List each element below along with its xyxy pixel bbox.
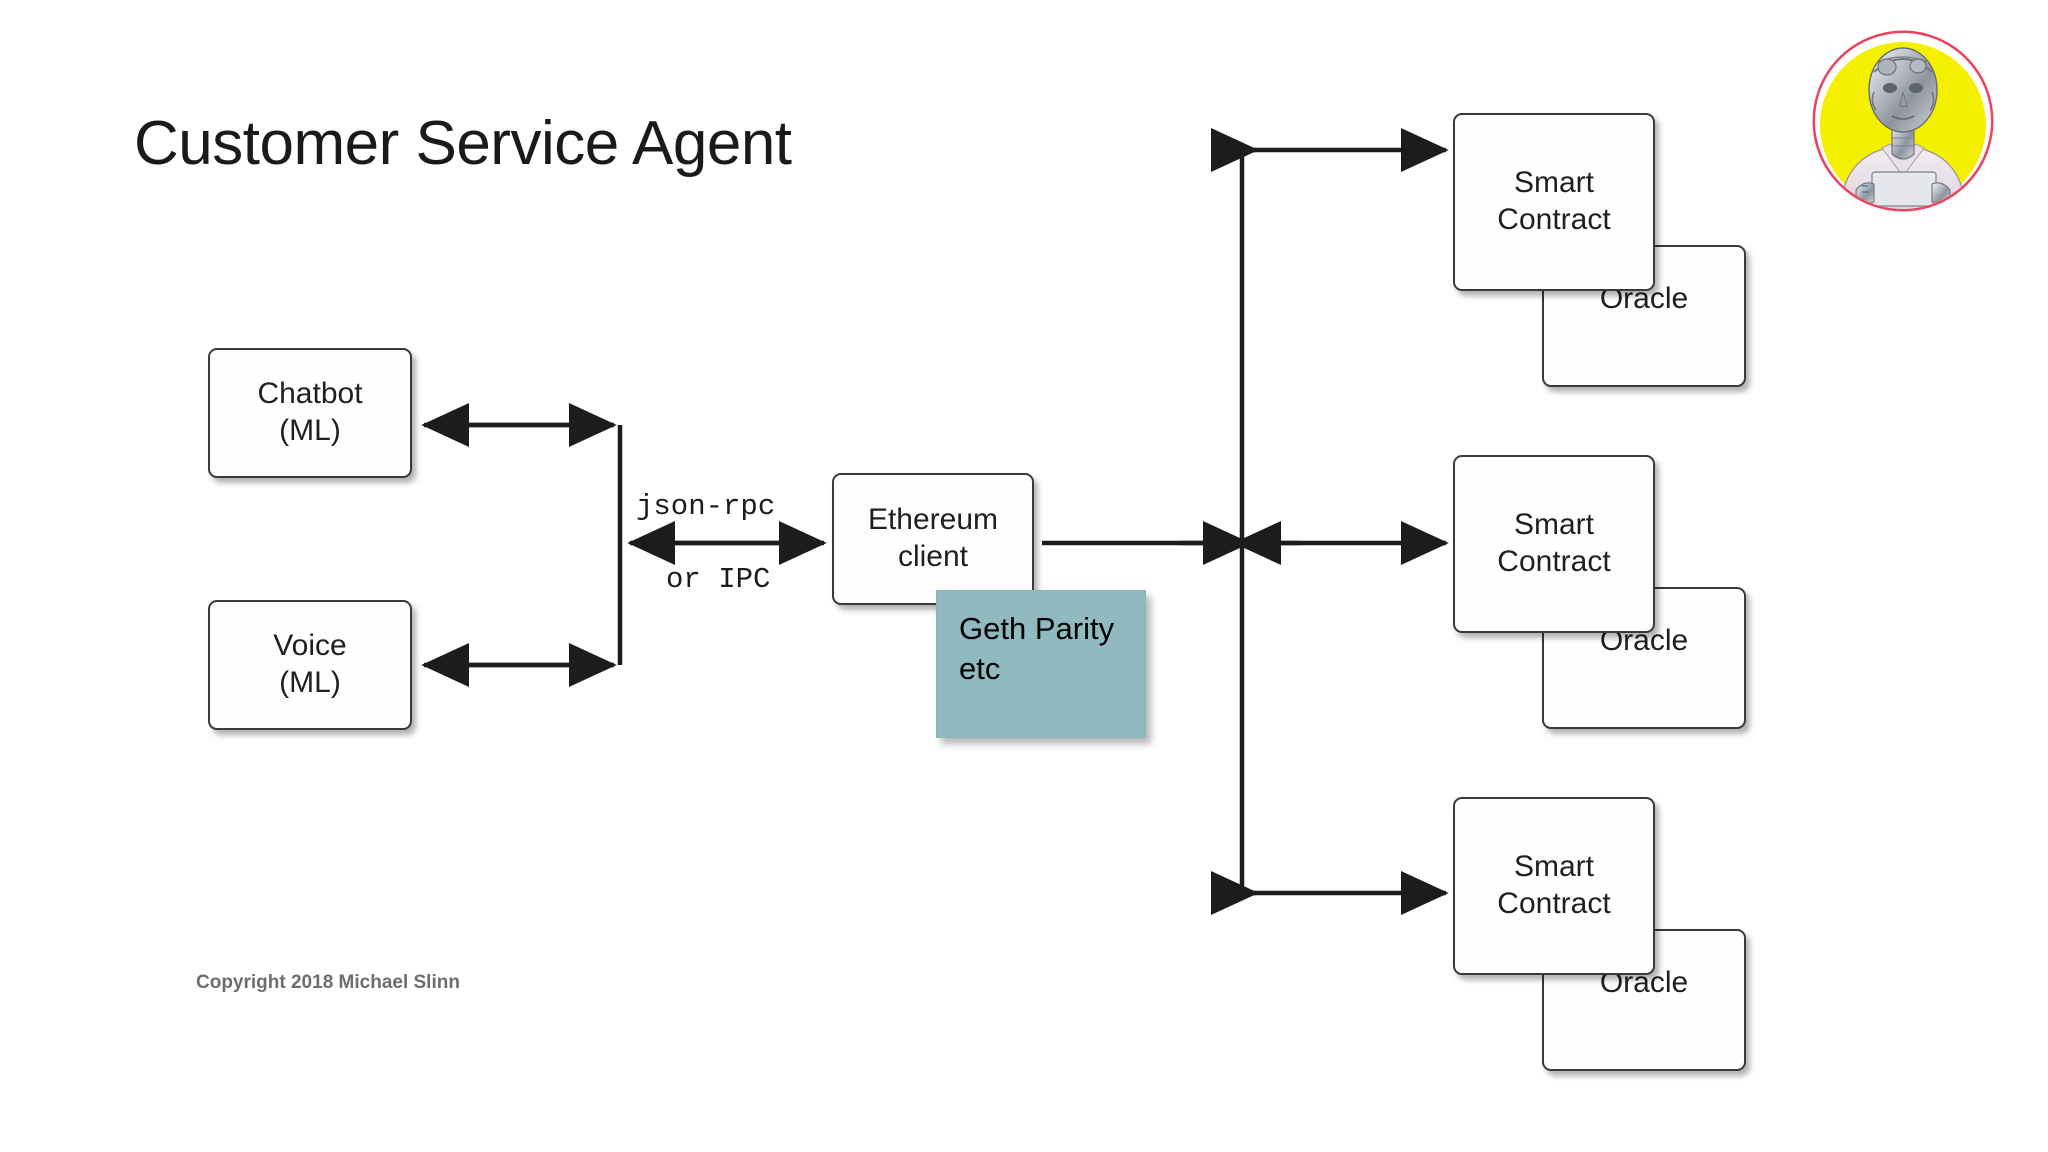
callout-ethereum-client-implementations[interactable]: Geth Parity etc — [936, 590, 1146, 738]
node-smart-contract-1[interactable]: Smart Contract — [1453, 113, 1655, 291]
robot-avatar — [1812, 30, 1994, 212]
node-smart-contract-1-line2: Contract — [1497, 203, 1611, 236]
node-voice-line2: (ML) — [279, 666, 341, 699]
robot-avatar-icon — [1812, 30, 1994, 212]
node-smart-contract-2[interactable]: Smart Contract — [1453, 455, 1655, 633]
node-smart-contract-1-line1: Smart — [1513, 166, 1594, 200]
edge-label-protocol-primary: json-rpc — [636, 490, 776, 523]
node-ethereum-client-line1: Ethereum — [867, 503, 999, 537]
copyright-notice: Copyright 2018 Michael Slinn — [196, 972, 460, 993]
page-title: Customer Service Agent — [134, 109, 792, 178]
edge-label-protocol-secondary: or IPC — [666, 563, 771, 596]
node-chatbot-line1: Chatbot — [257, 377, 363, 411]
node-chatbot[interactable]: Chatbot (ML) — [208, 348, 412, 478]
node-smart-contract-2-line2: Contract — [1497, 545, 1611, 578]
callout-line-geth: Geth — [959, 611, 1027, 646]
node-smart-contract-2-line1: Smart — [1513, 508, 1594, 542]
node-smart-contract-3-line1: Smart — [1513, 850, 1594, 884]
callout-line-parity: Parity — [1034, 611, 1115, 646]
node-chatbot-line2: (ML) — [279, 414, 341, 447]
node-smart-contract-3-line2: Contract — [1497, 887, 1611, 920]
node-voice[interactable]: Voice (ML) — [208, 600, 412, 730]
node-ethereum-client-line2: client — [897, 540, 969, 573]
callout-line-etc: etc — [959, 650, 1001, 686]
node-ethereum-client[interactable]: Ethereum client — [832, 473, 1034, 605]
node-smart-contract-3[interactable]: Smart Contract — [1453, 797, 1655, 975]
node-voice-line1: Voice — [273, 629, 347, 663]
